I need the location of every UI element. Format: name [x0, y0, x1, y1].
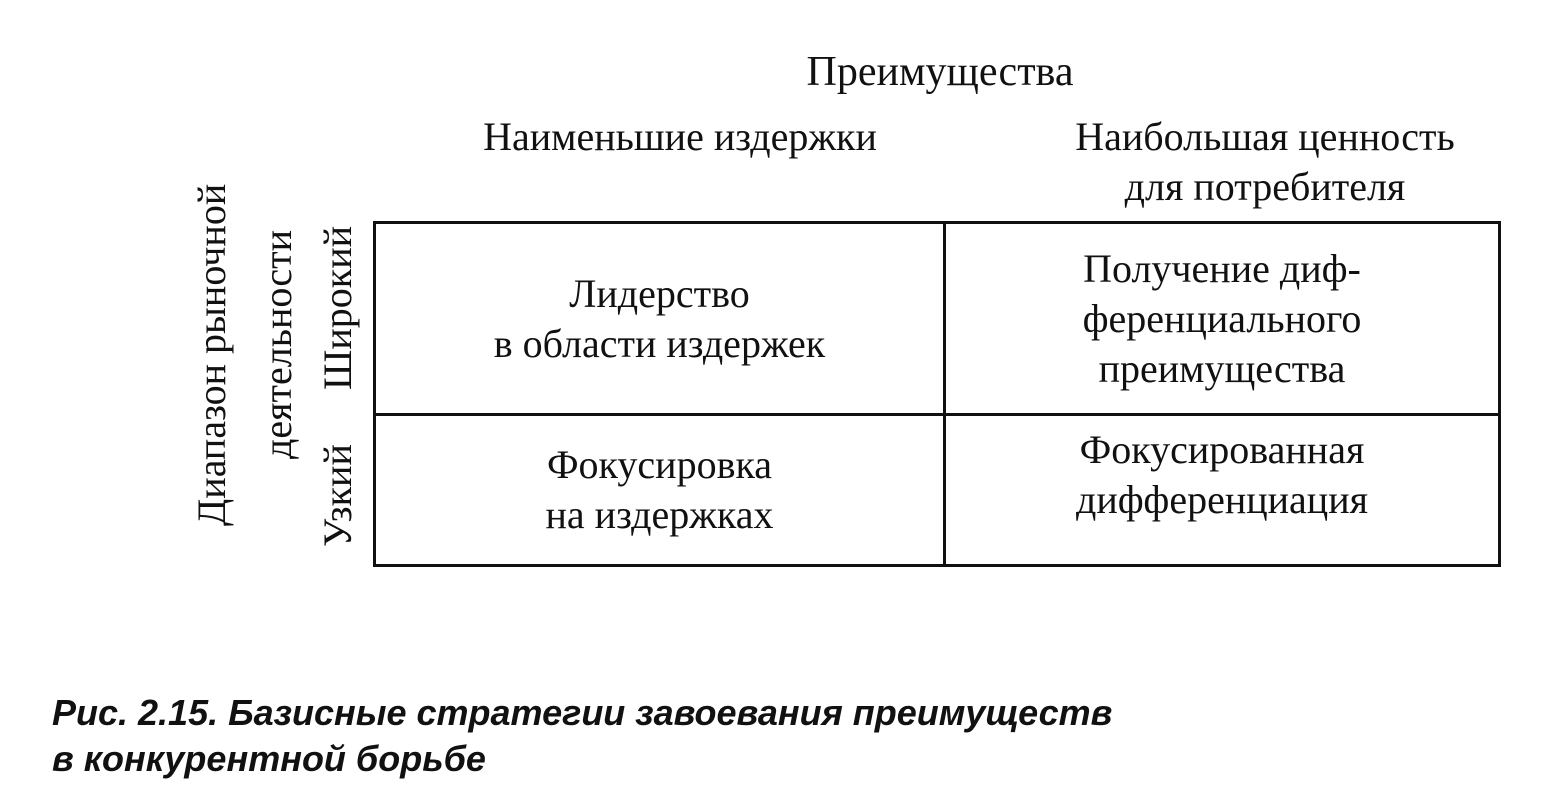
column-header-lowest-costs: Наименьшие издержки [483, 114, 877, 159]
row-axis-label-line2: деятельности [255, 230, 300, 460]
figure-caption: Рис. 2.15. Базисные стратегии завоевания… [52, 692, 1113, 779]
row-label-wide: Широкий [315, 225, 360, 390]
cell-cost-focus: Фокусировка на издержках [545, 442, 774, 537]
cell-focused-differentiation: Фокусированная дифференциация [1075, 427, 1369, 522]
row-label-narrow: Узкий [315, 444, 360, 548]
cell-cost-leadership: Лидерство в области издержек [493, 270, 826, 366]
advantages-title: Преимущества [806, 49, 1074, 95]
cell-differentiation: Получение диф- ференциального преимущест… [1082, 245, 1362, 391]
matrix-horizontal-divider [373, 413, 1501, 416]
column-header-highest-value: Наибольшая ценность для потребителя [1075, 114, 1455, 209]
row-axis-label-line1: Диапазон рыночной [189, 183, 234, 527]
strategy-matrix [373, 221, 1501, 567]
matrix-vertical-divider [943, 221, 946, 567]
